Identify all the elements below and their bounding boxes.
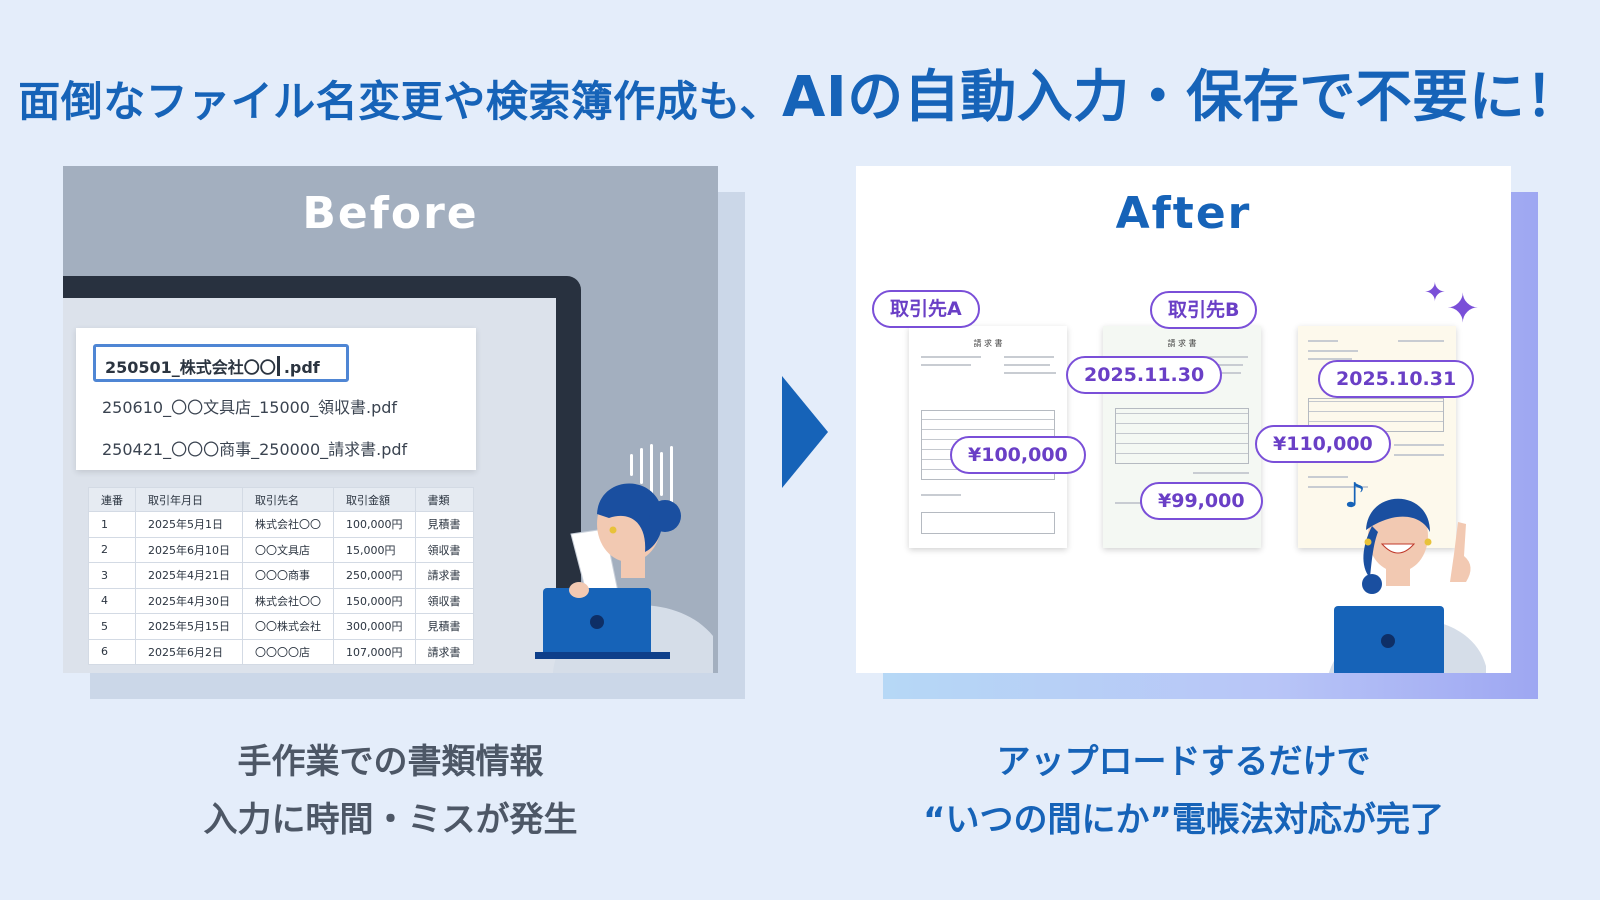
text-caret — [276, 356, 280, 376]
table-header-row: 連番 取引年月日 取引先名 取引金額 書類 — [88, 487, 474, 512]
date-tag: 2025.11.30 — [1066, 356, 1223, 394]
stressed-woman-illustration — [535, 483, 713, 673]
table-cell: 2025年5月15日 — [135, 613, 243, 640]
before-caption-line2: 入力に時間・ミスが発生 — [203, 800, 578, 840]
table-cell: 5 — [88, 613, 136, 640]
table-cell: 6 — [88, 638, 136, 665]
table-cell: 100,000円 — [333, 511, 416, 538]
table-cell: 見積書 — [414, 613, 474, 640]
file-option[interactable]: 250421_〇〇〇商事_250000_請求書.pdf — [102, 440, 408, 459]
arrow-right-icon — [782, 376, 828, 488]
table-cell: 株式会社〇〇 — [242, 587, 334, 614]
table-cell: 請求書 — [414, 562, 474, 589]
amount-tag: ¥99,000 — [1140, 482, 1263, 520]
table-cell: 3 — [88, 562, 136, 589]
column-header: 連番 — [88, 487, 136, 512]
table-cell: 〇〇〇商事 — [242, 562, 334, 589]
table-cell: 4 — [88, 587, 136, 614]
filename-input-prefix: 250501_株式会社〇〇 — [105, 358, 276, 377]
table-cell: 領収書 — [414, 536, 474, 563]
table-cell: 2025年4月21日 — [135, 562, 243, 589]
column-header: 取引金額 — [333, 487, 416, 512]
table-row: 5 2025年5月15日 〇〇株式会社 300,000円 見積書 — [88, 613, 474, 640]
table-row: 1 2025年5月1日 株式会社〇〇 100,000円 見積書 — [88, 511, 474, 538]
table-cell: 〇〇〇〇店 — [242, 638, 334, 665]
search-register-table: 連番 取引年月日 取引先名 取引金額 書類 1 2025年5月1日 株式会社〇〇… — [88, 487, 474, 665]
after-title: After — [1115, 188, 1252, 239]
amount-tag: ¥100,000 — [950, 436, 1086, 474]
table-cell: 1 — [88, 511, 136, 538]
filename-input-suffix: .pdf — [283, 358, 320, 377]
headline: 面倒なファイル名変更や検索簿作成も、AIの自動入力・保存で不要に！ — [0, 52, 1600, 133]
sparkle-icon: ✦ — [1424, 278, 1446, 308]
table-row: 3 2025年4月21日 〇〇〇商事 250,000円 請求書 — [88, 562, 474, 589]
filename-popup: 250501_株式会社〇〇 .pdf 250610_〇〇文具店_15000_領収書… — [76, 328, 476, 470]
table-cell: 150,000円 — [333, 587, 416, 614]
after-caption: アップロードするだけで “いつの間にか”電帳法対応が完了 — [856, 733, 1511, 849]
table-cell: 見積書 — [414, 511, 474, 538]
table-cell: 〇〇株式会社 — [242, 613, 334, 640]
headline-part2: AIの自動入力・保存で不要に！ — [782, 65, 1582, 130]
table-cell: 〇〇文具店 — [242, 536, 334, 563]
file-option[interactable]: 250610_〇〇文具店_15000_領収書.pdf — [102, 398, 398, 417]
table-cell: 2025年6月2日 — [135, 638, 243, 665]
table-cell: 株式会社〇〇 — [242, 511, 334, 538]
before-caption: 手作業での書類情報 入力に時間・ミスが発生 — [63, 733, 718, 849]
column-header: 取引年月日 — [135, 487, 243, 512]
date-tag: 2025.10.31 — [1318, 360, 1475, 398]
table-cell: 2025年5月1日 — [135, 511, 243, 538]
after-panel: After 請 求 書 請 求 書 取引先A 取引先B 2025.11.30 2… — [856, 166, 1511, 673]
client-b-tag: 取引先B — [1150, 291, 1258, 329]
table-cell: 領収書 — [414, 587, 474, 614]
headline-part1: 面倒なファイル名変更や検索簿作成も、 — [18, 77, 783, 126]
before-title: Before — [302, 188, 479, 239]
client-a-tag: 取引先A — [872, 290, 980, 328]
before-caption-line1: 手作業での書類情報 — [237, 742, 544, 782]
sparkle-icon: ✦ — [1446, 286, 1480, 332]
table-cell: 15,000円 — [333, 536, 416, 563]
after-caption-line1: アップロードするだけで — [996, 742, 1371, 782]
column-header: 書類 — [414, 487, 474, 512]
after-caption-line2: “いつの間にか”電帳法対応が完了 — [923, 800, 1444, 840]
happy-woman-illustration — [1328, 498, 1486, 673]
amount-tag: ¥110,000 — [1255, 425, 1391, 463]
filename-input[interactable]: 250501_株式会社〇〇 .pdf — [93, 344, 349, 382]
table-row: 6 2025年6月2日 〇〇〇〇店 107,000円 請求書 — [88, 638, 474, 665]
table-cell: 107,000円 — [333, 638, 416, 665]
music-note-icon: ♪ — [1344, 476, 1366, 516]
table-cell: 2025年4月30日 — [135, 587, 243, 614]
table-cell: 2025年6月10日 — [135, 536, 243, 563]
table-cell: 250,000円 — [333, 562, 416, 589]
before-panel: Before 250501_株式会社〇〇 .pdf 250610_〇〇文具店_15… — [63, 166, 718, 673]
table-row: 2 2025年6月10日 〇〇文具店 15,000円 領収書 — [88, 536, 474, 563]
column-header: 取引先名 — [242, 487, 334, 512]
table-cell: 2 — [88, 536, 136, 563]
document-title: 請 求 書 — [1167, 339, 1197, 348]
table-cell: 請求書 — [414, 638, 474, 665]
table-row: 4 2025年4月30日 株式会社〇〇 150,000円 領収書 — [88, 587, 474, 614]
document-title: 請 求 書 — [973, 339, 1003, 348]
table-cell: 300,000円 — [333, 613, 416, 640]
